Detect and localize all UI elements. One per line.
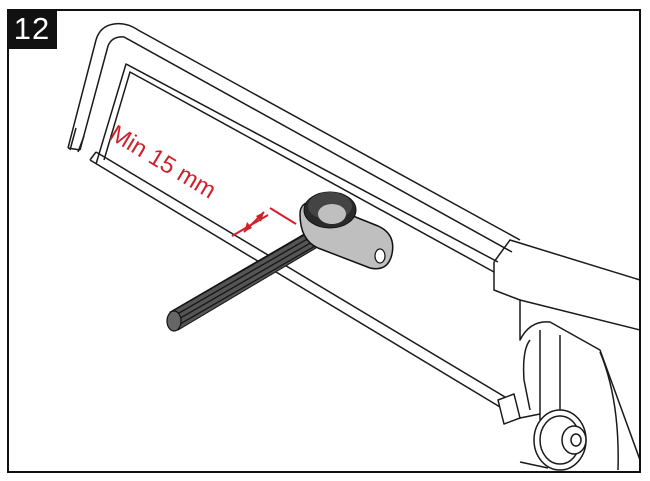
saw-frame [67,22,521,273]
saw-blade [89,151,511,411]
step-number-badge: 12 [7,9,57,49]
tension-knob [497,393,587,471]
min-distance-dimension [231,207,297,237]
mounting-bracket [299,191,394,270]
saw-handle [493,239,639,471]
